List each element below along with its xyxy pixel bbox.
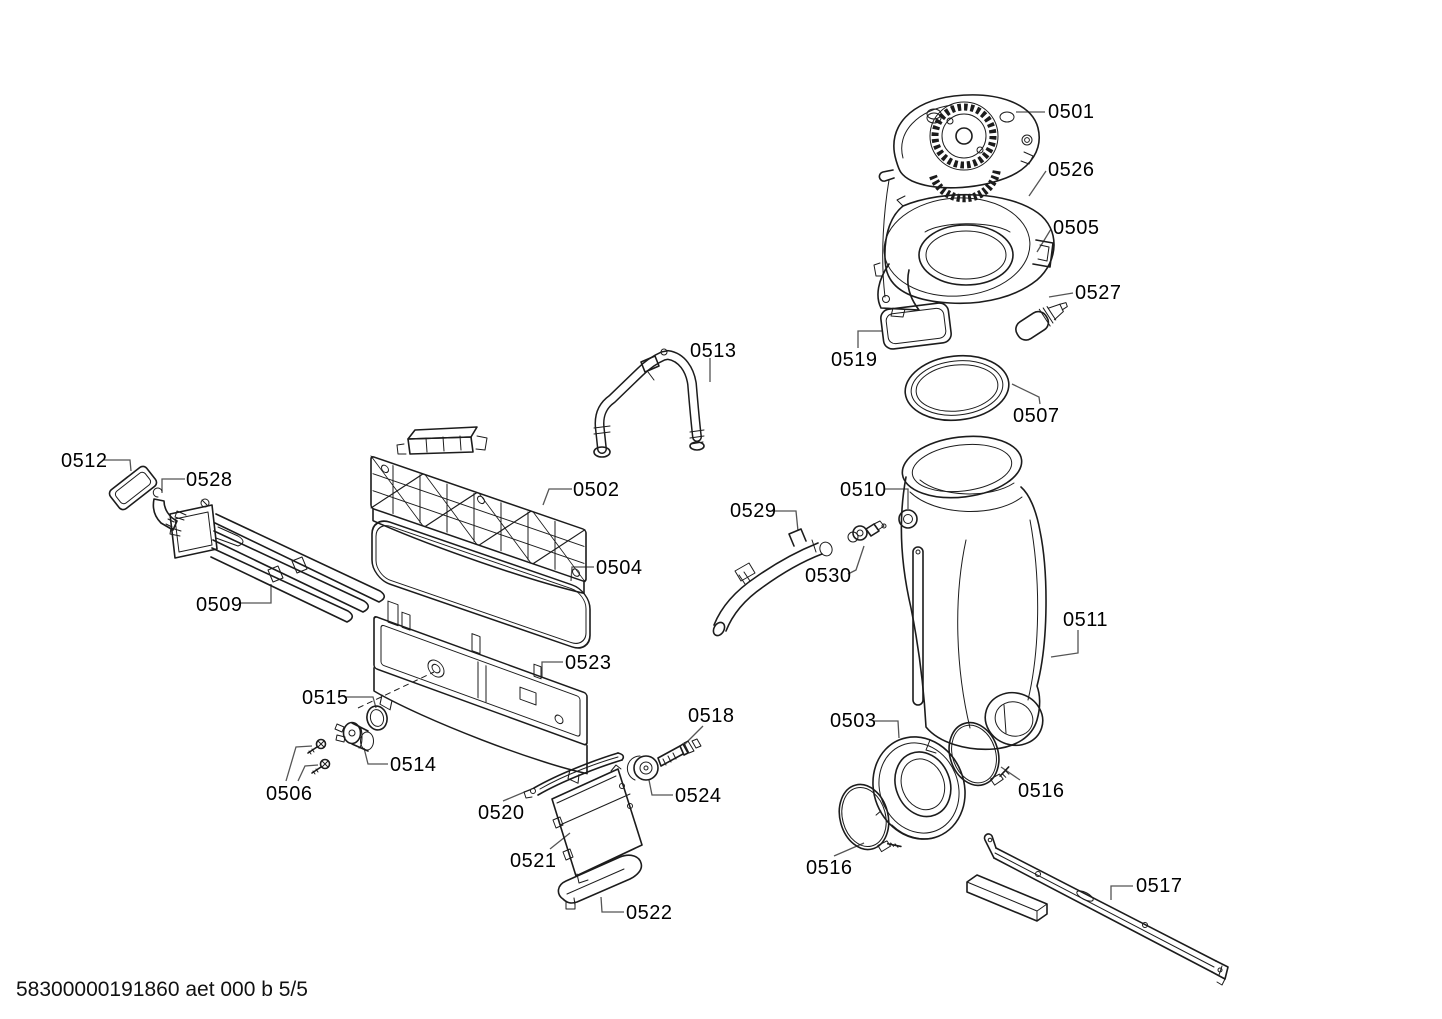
part-0506-screws — [307, 738, 331, 775]
part-label-0529: 0529 — [730, 500, 777, 522]
part-label-0521: 0521 — [510, 850, 557, 872]
part-label-0513: 0513 — [690, 340, 737, 362]
part-label-0526: 0526 — [1048, 159, 1095, 181]
part-0518-screw — [657, 738, 702, 767]
part-label-0507: 0507 — [1013, 405, 1060, 427]
part-label-0519: 0519 — [831, 349, 878, 371]
part-0517-support-rail — [983, 833, 1229, 986]
part-label-0512: 0512 — [61, 450, 108, 472]
part-label-0516-upper: 0516 — [1018, 780, 1065, 802]
part-label-0504: 0504 — [596, 557, 643, 579]
part-0511-air-duct — [900, 435, 1047, 754]
part-0510-grommet — [898, 509, 918, 529]
part-0530-valve-fitting — [847, 520, 887, 543]
part-label-0515: 0515 — [302, 687, 349, 709]
document-code: 58300000191860 aet 000 b 5/5 — [16, 978, 308, 1001]
part-0521-flap — [551, 764, 643, 884]
part-label-0523: 0523 — [565, 652, 612, 674]
part-label-0530: 0530 — [805, 565, 852, 587]
part-label-0505: 0505 — [1053, 217, 1100, 239]
part-0516-clamp-lower — [838, 783, 902, 853]
part-label-0506: 0506 — [266, 783, 313, 805]
part-label-0516-lower: 0516 — [806, 857, 853, 879]
part-0515-o-ring — [366, 705, 388, 731]
part-label-0501: 0501 — [1048, 101, 1095, 123]
part-0507-gasket-ring — [904, 354, 1010, 422]
part-0504-seal — [371, 520, 591, 649]
part-label-0503: 0503 — [830, 710, 877, 732]
part-0524-roller — [626, 755, 659, 781]
part-0519-seal — [880, 302, 952, 350]
part-label-0511: 0511 — [1063, 609, 1109, 631]
part-label-0518: 0518 — [688, 705, 735, 727]
part-0509-heating-element — [169, 498, 386, 623]
part-foam-strip — [966, 874, 1048, 922]
part-label-0514: 0514 — [390, 754, 437, 776]
part-0503-bellows — [872, 736, 966, 840]
part-label-0509: 0509 — [196, 594, 243, 616]
part-label-0517: 0517 — [1136, 875, 1183, 897]
part-label-0524: 0524 — [675, 785, 722, 807]
part-0501-fan-assembly — [878, 94, 1040, 203]
part-label-0520: 0520 — [478, 802, 525, 824]
part-label-0522: 0522 — [626, 902, 673, 924]
part-0529-hose — [712, 528, 833, 637]
part-0520-strip — [523, 752, 625, 799]
part-label-0527: 0527 — [1075, 282, 1122, 304]
part-0527-sensor — [1015, 302, 1068, 341]
part-0502-grid-cover — [370, 426, 587, 595]
part-0513-pipe — [593, 348, 705, 458]
part-0516-clamp-upper — [948, 721, 1010, 787]
part-label-0528: 0528 — [186, 469, 233, 491]
part-label-0502: 0502 — [573, 479, 620, 501]
part-0514-temperature-sensor — [334, 721, 374, 752]
part-0522-cover-strip — [557, 854, 643, 910]
part-label-0510: 0510 — [840, 479, 887, 501]
part-0523-base-tray — [357, 600, 588, 784]
part-0528-clip — [152, 487, 178, 531]
part-0505-fan-housing — [873, 193, 1055, 318]
part-0512-seal-frame — [108, 465, 158, 511]
